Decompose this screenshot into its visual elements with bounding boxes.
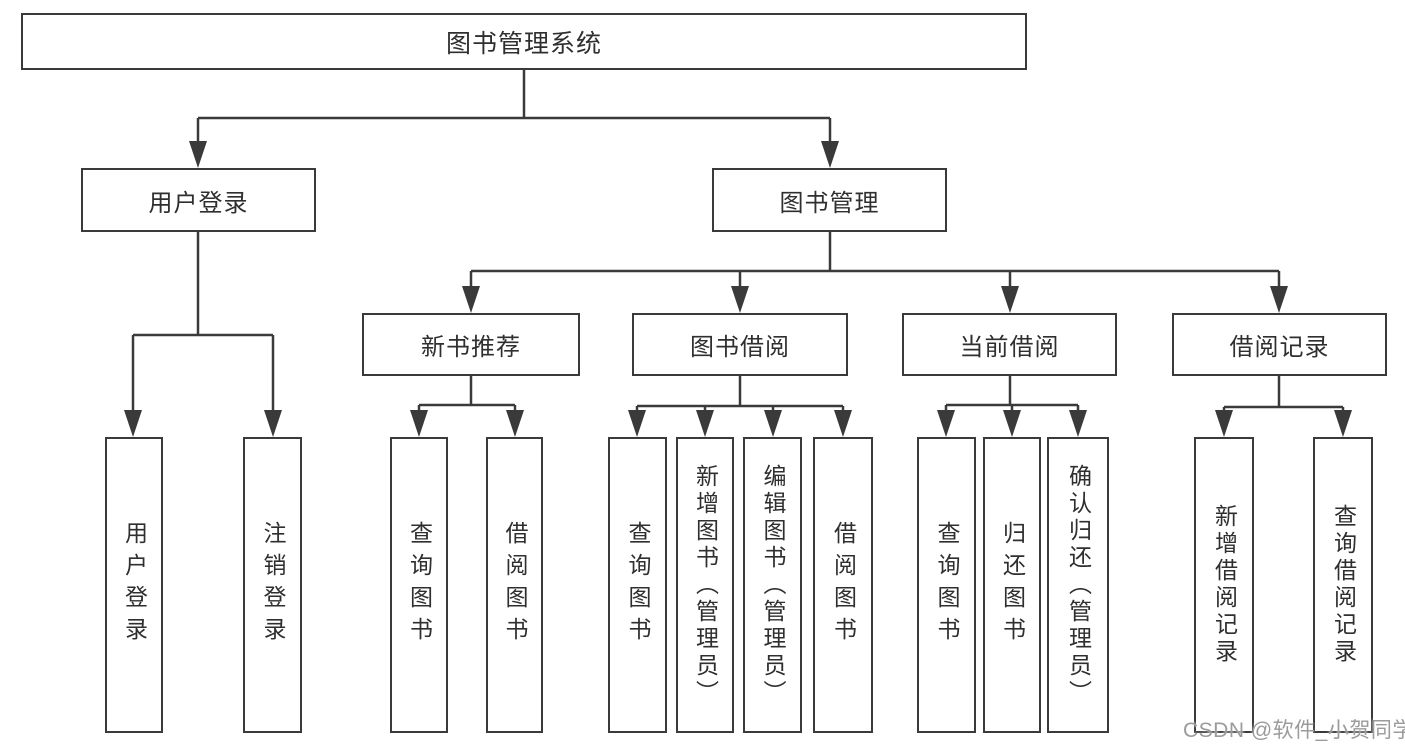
node-borrow-records: 借阅记录 — [1172, 313, 1387, 376]
arrowhead-icon — [834, 410, 852, 437]
node-current-borrow: 当前借阅 — [902, 313, 1117, 376]
arrowhead-icon — [764, 410, 782, 437]
leaf-records-query-record: 查询借阅记录 — [1313, 437, 1373, 733]
leaf-logout: 注销登录 — [243, 437, 302, 733]
arrowhead-icon — [1334, 410, 1352, 437]
arrowhead-icon — [264, 410, 282, 437]
leaf-borrow-edit-books-admin: 编辑图书（管理员） — [743, 437, 802, 733]
arrowhead-icon — [124, 410, 142, 437]
arrowhead-icon — [628, 410, 646, 437]
node-new-book-recommend: 新书推荐 — [362, 313, 580, 376]
arrowhead-icon — [189, 141, 207, 168]
leaf-records-add-record: 新增借阅记录 — [1194, 437, 1254, 733]
arrowhead-icon — [1003, 410, 1021, 437]
arrowhead-icon — [696, 410, 714, 437]
arrowhead-icon — [1270, 286, 1288, 313]
node-user-login: 用户登录 — [81, 168, 316, 232]
leaf-borrow-query-books: 查询图书 — [608, 437, 667, 733]
leaf-recommend-borrow-books: 借阅图书 — [486, 437, 543, 733]
leaf-current-return-books: 归还图书 — [983, 437, 1041, 733]
leaf-borrow-add-books-admin: 新增图书（管理员） — [676, 437, 734, 733]
arrowhead-icon — [937, 410, 955, 437]
arrowhead-icon — [462, 286, 480, 313]
node-library-system: 图书管理系统 — [21, 13, 1027, 70]
arrowhead-icon — [506, 410, 524, 437]
leaf-current-confirm-return-admin: 确认归还（管理员） — [1047, 437, 1109, 733]
node-book-borrow: 图书借阅 — [632, 313, 848, 376]
leaf-user-login: 用户登录 — [105, 437, 163, 733]
leaf-borrow-borrow-books: 借阅图书 — [813, 437, 873, 733]
csdn-watermark: CSDN @软件_小贺同学 — [1183, 719, 1405, 742]
arrowheads — [124, 141, 1352, 437]
arrowhead-icon — [731, 286, 749, 313]
node-book-management: 图书管理 — [712, 168, 947, 232]
leaf-recommend-query-books: 查询图书 — [390, 437, 448, 733]
arrowhead-icon — [1215, 410, 1233, 437]
arrowhead-icon — [1069, 410, 1087, 437]
leaf-current-query-books: 查询图书 — [917, 437, 976, 733]
arrowhead-icon — [410, 410, 428, 437]
arrowhead-icon — [1001, 286, 1019, 313]
arrowhead-icon — [821, 141, 839, 168]
